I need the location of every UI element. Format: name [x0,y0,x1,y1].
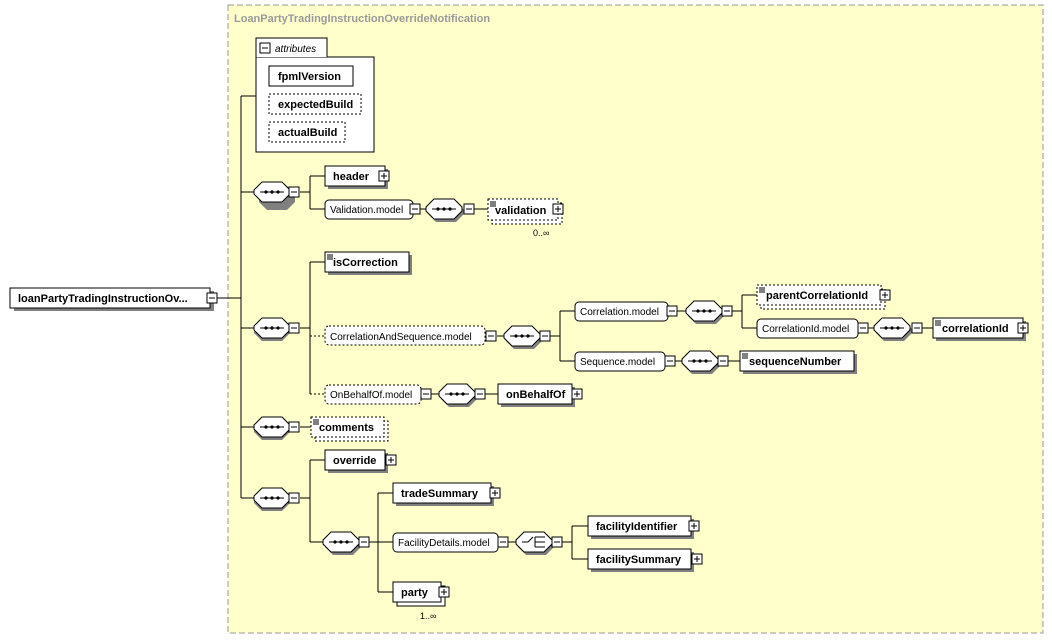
correlationid-model-label: CorrelationId.model [762,324,849,335]
sequence-3-collapse-icon[interactable] [288,421,300,433]
sequence-correlation-collapse-icon[interactable] [721,305,733,317]
sequence-compositor-correlationid[interactable] [873,317,923,341]
sequence-corr-seq-collapse-icon[interactable] [539,330,551,342]
override-label: override [333,455,376,467]
group-correlation-model[interactable]: Correlation.model [574,301,678,322]
element-tradesummary[interactable]: tradeSummary [392,482,501,506]
group-facilitydetails-model[interactable]: FacilityDetails.model [392,532,509,553]
choice-compositor[interactable] [515,531,563,555]
corr-seq-model-collapse-icon[interactable] [485,330,497,342]
header-expand-icon[interactable] [378,170,390,182]
correlation-model-collapse-icon[interactable] [666,305,678,317]
sequencenumber-label: sequenceNumber [749,356,842,368]
element-parentcorrelationid[interactable]: parentCorrelationId [756,284,891,310]
sequence-compositor-onbehalfof[interactable] [438,383,486,407]
element-iscorrection[interactable]: isCorrection [324,251,412,275]
root-element[interactable]: loanPartyTradingInstructionOv... [9,287,218,311]
element-comments[interactable]: comments [310,416,389,442]
correlation-model-label: Correlation.model [580,307,659,318]
sequence-compositor-correlation[interactable] [685,300,733,324]
parentcorrelationid-expand-icon[interactable] [879,289,891,301]
element-party[interactable]: party 1..∞ [392,581,450,621]
sequence-onbehalfof-collapse-icon[interactable] [474,388,486,400]
override-expand-icon[interactable] [385,454,397,466]
sequence-sequence-collapse-icon[interactable] [717,355,729,367]
sequence-correlationid-collapse-icon[interactable] [911,322,923,334]
iscorrection-label: isCorrection [333,257,398,269]
correlationid-expand-icon[interactable] [1017,322,1029,334]
type-title: LoanPartyTradingInstructionOverrideNotif… [234,13,490,25]
element-onbehalfof[interactable]: onBehalfOf [497,383,583,407]
facilitydetails-model-collapse-icon[interactable] [497,536,509,548]
sequence-2-collapse-icon[interactable] [288,322,300,334]
element-override[interactable]: override [324,449,397,473]
tradesummary-label: tradeSummary [401,488,479,500]
party-expand-icon[interactable] [438,586,450,598]
sequence-compositor-validation[interactable] [425,198,475,222]
sequence-model-collapse-icon[interactable] [664,355,676,367]
root-element-label: loanPartyTradingInstructionOv... [18,293,188,305]
choice-collapse-icon[interactable] [551,536,563,548]
sequence-compositor-3[interactable] [253,416,300,440]
sequence-model-label: Sequence.model [580,357,655,368]
group-validation-model[interactable]: Validation.model [324,199,421,220]
sequence-1-collapse-icon[interactable] [288,186,300,198]
attribute-expectedbuild-label: expectedBuild [278,99,353,111]
facilitysummary-label: facilitySummary [596,554,682,566]
sequence-compositor-2[interactable] [253,317,300,341]
validation-model-collapse-icon[interactable] [409,203,421,215]
attribute-actualbuild-label: actualBuild [278,127,337,139]
onbehalfof-model-collapse-icon[interactable] [420,388,432,400]
attributes-label: attributes [275,44,316,55]
element-validation[interactable]: validation 0..∞ [487,198,564,238]
facilityidentifier-expand-icon[interactable] [688,520,700,532]
validation-model-label: Validation.model [330,205,403,216]
sequence-compositor-4[interactable] [253,487,300,511]
correlationid-model-collapse-icon[interactable] [857,322,869,334]
correlationid-label: correlationId [942,323,1009,335]
group-sequence-model[interactable]: Sequence.model [574,351,676,372]
root-collapse-icon[interactable] [206,292,218,304]
corr-seq-model-label: CorrelationAndSequence.model [330,332,472,343]
sequence-compositor-sequence[interactable] [681,350,729,374]
element-sequencenumber[interactable]: sequenceNumber [739,350,857,374]
validation-expand-icon[interactable] [552,203,564,215]
validation-cardinality: 0..∞ [533,228,549,238]
attributes-group: attributes fpmlVersion expectedBuild act… [255,37,375,153]
header-label: header [333,171,370,183]
group-correlationid-model[interactable]: CorrelationId.model [756,318,869,339]
sequence-5-collapse-icon[interactable] [358,536,370,548]
attributes-collapse-icon[interactable] [259,42,271,54]
attribute-actualbuild[interactable] [268,121,346,143]
sequence-validation-collapse-icon[interactable] [463,203,475,215]
party-cardinality: 1..∞ [420,611,436,621]
tradesummary-expand-icon[interactable] [489,487,501,499]
group-correlation-and-sequence-model[interactable]: CorrelationAndSequence.model [324,325,497,346]
element-correlationid[interactable]: correlationId [932,317,1029,341]
facilityidentifier-label: facilityIdentifier [596,521,678,533]
parentcorrelationid-label: parentCorrelationId [766,290,868,302]
sequence-compositor-1[interactable] [253,181,300,210]
sequence-compositor-corr-seq[interactable] [503,325,551,349]
validation-label: validation [495,205,547,217]
facilitydetails-model-label: FacilityDetails.model [398,538,490,549]
party-label: party [401,587,429,599]
group-onbehalfof-model[interactable]: OnBehalfOf.model [324,384,432,405]
element-facilityidentifier[interactable]: facilityIdentifier [587,515,700,539]
sequence-compositor-5[interactable] [322,531,370,555]
element-facilitysummary[interactable]: facilitySummary [587,548,703,572]
element-header[interactable]: header [324,165,390,189]
attribute-fpmlversion-label: fpmlVersion [278,71,341,83]
onbehalfof-expand-icon[interactable] [571,388,583,400]
connectors [217,95,933,593]
attribute-fpmlversion[interactable] [268,65,354,87]
comments-label: comments [319,422,374,434]
onbehalfof-model-label: OnBehalfOf.model [330,390,412,401]
sequence-4-collapse-icon[interactable] [288,492,300,504]
facilitysummary-expand-icon[interactable] [691,553,703,565]
onbehalfof-label: onBehalfOf [506,389,566,401]
attribute-expectedbuild[interactable] [268,93,362,115]
